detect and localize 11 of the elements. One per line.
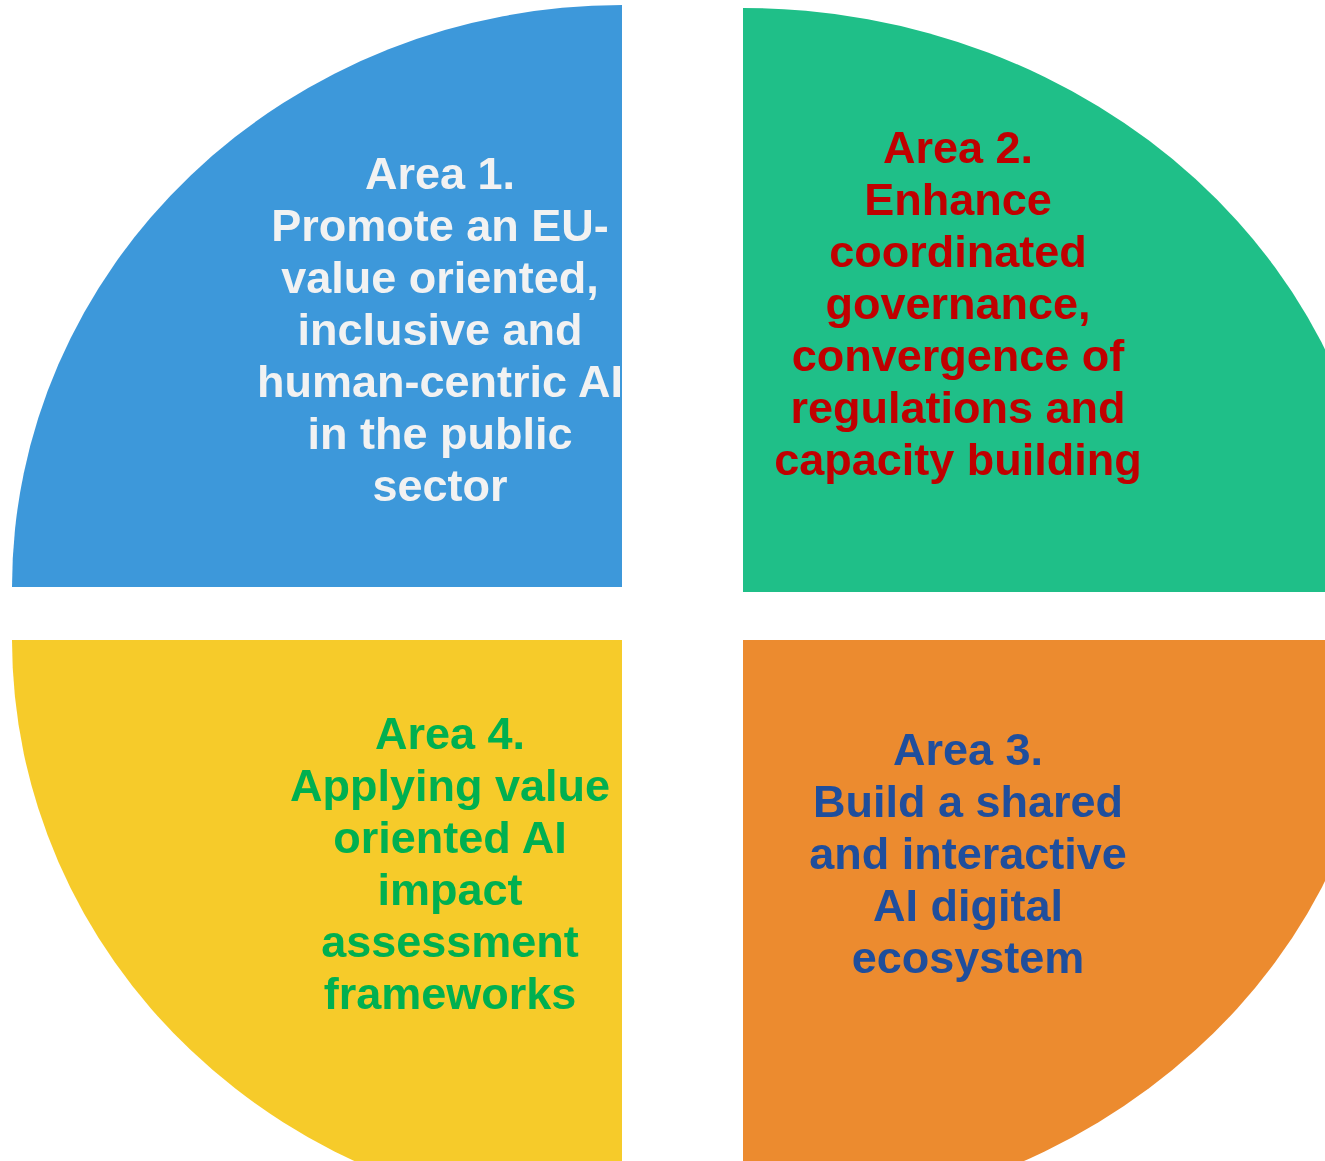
area-heading: Area 2. [881, 122, 1035, 174]
area-description: Applying value oriented AI impact assessment frameworks [288, 760, 612, 1020]
area-heading: Area 4. [373, 708, 527, 760]
quarter-circle-segment [743, 640, 1325, 1161]
area-description: Promote an EU-value oriented, inclusive and human-centric AI in the public sector [256, 200, 622, 512]
area-description: Build a shared and interactive AI digital ecosystem [808, 776, 1128, 984]
area-heading: Area 3. [891, 724, 1045, 776]
area-description: Enhance coordinated governance, convergence of regulations and capacity building [773, 174, 1143, 486]
quarter-circle-segment [12, 640, 622, 1161]
quarter-circle-segment [743, 8, 1325, 592]
area-heading: Area 1. [363, 148, 517, 200]
